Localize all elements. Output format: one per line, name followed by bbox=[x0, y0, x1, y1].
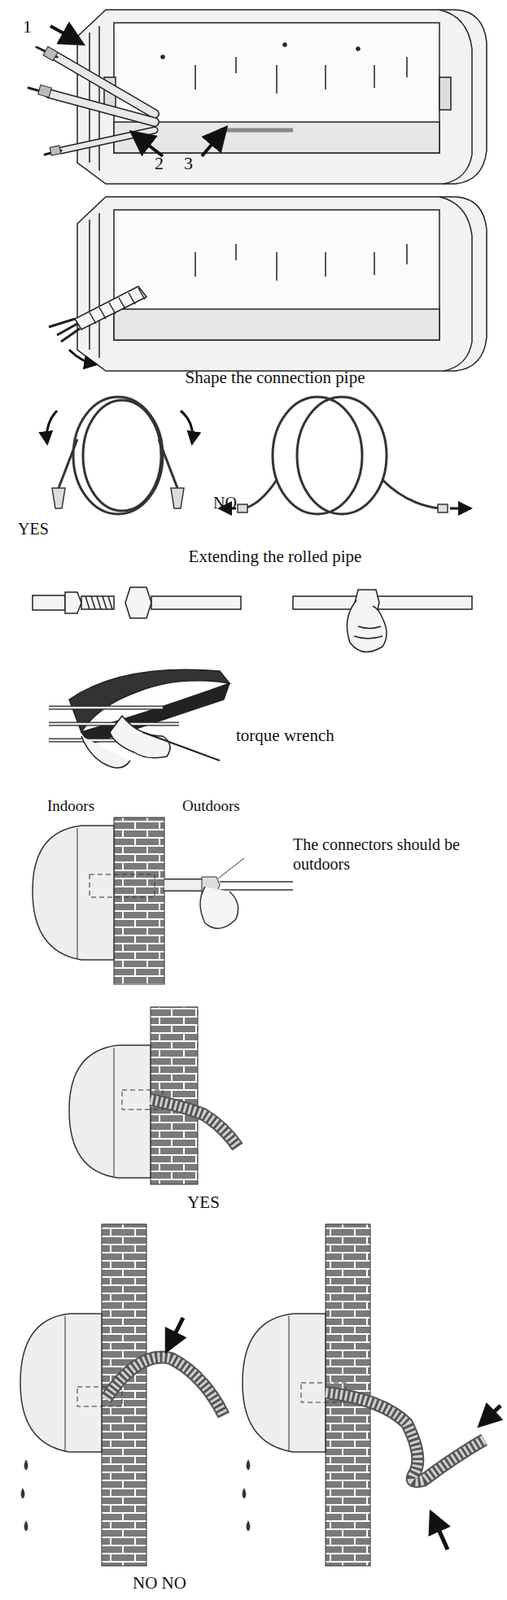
step-caption: Shape the connection pipe bbox=[184, 367, 365, 389]
callout-number: 3 bbox=[183, 152, 193, 175]
side-label: Outdoors bbox=[182, 797, 241, 817]
connection-pipes bbox=[28, 46, 155, 156]
wrong-mark: NO bbox=[213, 493, 237, 513]
rolled-pipe-yes bbox=[47, 397, 193, 515]
wall-scene-no-rising bbox=[20, 1224, 224, 1567]
wrong-mark: NO NO bbox=[132, 1573, 187, 1595]
indoor-unit-back bbox=[77, 196, 487, 372]
hand-tightening bbox=[292, 590, 473, 652]
taped-pipe-bundle bbox=[48, 286, 147, 365]
side-label: Indoors bbox=[47, 797, 95, 817]
wall-scene-yes bbox=[69, 1007, 238, 1185]
callout-number: 1 bbox=[22, 16, 32, 38]
callout-arrows bbox=[50, 26, 224, 157]
tool-label: torque wrench bbox=[236, 725, 335, 747]
rolled-pipe-no bbox=[219, 397, 471, 515]
indoor-unit-back bbox=[77, 9, 487, 184]
step-caption: Extending the rolled pipe bbox=[188, 546, 363, 568]
wall-scene-connectors bbox=[32, 817, 293, 985]
flare-fitting bbox=[32, 587, 241, 619]
torque-wrench-illustration bbox=[48, 669, 230, 769]
wall-scene-no-sagging bbox=[242, 1224, 501, 1567]
note-text: The connectors should be outdoors bbox=[292, 834, 501, 875]
correct-mark: YES bbox=[17, 519, 49, 539]
correct-mark: YES bbox=[187, 1193, 220, 1214]
callout-number: 2 bbox=[154, 152, 164, 175]
